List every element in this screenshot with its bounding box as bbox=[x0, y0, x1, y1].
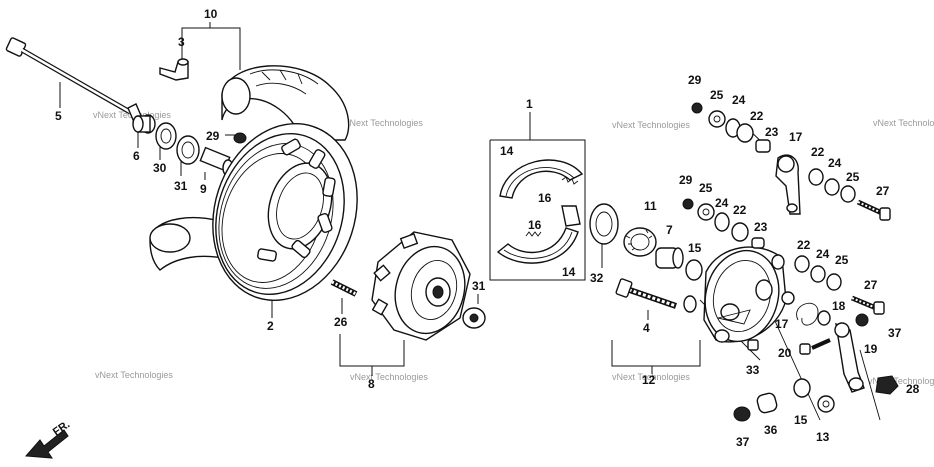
front-direction-label: FR. bbox=[51, 418, 72, 438]
callout-35: 36 bbox=[764, 423, 778, 437]
callout-27: 27 bbox=[876, 184, 890, 198]
bushing-part bbox=[655, 247, 703, 281]
callout-2: 2 bbox=[267, 319, 274, 333]
callout-1: 1 bbox=[526, 97, 533, 111]
callout-32: 32 bbox=[590, 271, 604, 285]
collar-part bbox=[132, 114, 156, 134]
callout-17: 17 bbox=[775, 317, 789, 331]
axle-part bbox=[5, 37, 143, 123]
watermark-text: vNext Technologies bbox=[612, 372, 690, 382]
callout-4: 4 bbox=[643, 321, 650, 335]
watermark-text: vNext Technologies bbox=[95, 370, 173, 380]
tire-tube-part bbox=[149, 65, 350, 271]
callout-25: 25 bbox=[846, 170, 860, 184]
callout-34: 37 bbox=[888, 326, 902, 340]
callout-22: 22 bbox=[811, 145, 825, 159]
dust-seal-part bbox=[589, 203, 619, 245]
callout-9: 9 bbox=[200, 182, 207, 196]
brake-cam-part bbox=[615, 278, 697, 313]
speedometer-gear-part bbox=[623, 227, 657, 257]
callout-7: 7 bbox=[666, 223, 673, 237]
callout-14: 14 bbox=[562, 265, 576, 279]
seal-part bbox=[462, 307, 486, 329]
watermark-text: vNext Technologies bbox=[873, 118, 934, 128]
callout-6: 6 bbox=[133, 149, 140, 163]
callout-5: 5 bbox=[55, 109, 62, 123]
callout-24: 24 bbox=[715, 196, 729, 210]
callout-23: 23 bbox=[754, 220, 768, 234]
wheel-rim-part bbox=[212, 123, 358, 301]
brake-panel-part bbox=[703, 246, 787, 343]
callout-15: 15 bbox=[688, 241, 702, 255]
watermark-text: vNext Technologies bbox=[350, 372, 428, 382]
callout-31: 31 bbox=[174, 179, 188, 193]
callout-12: 12 bbox=[642, 373, 656, 387]
watermark-text: vNext Technologies bbox=[345, 118, 423, 128]
callout-labels: 10 3 5 6 30 31 9 29 2 26 8 1 14 16 16 14… bbox=[55, 7, 920, 449]
callout-29: 29 bbox=[688, 73, 702, 87]
callout-18: 18 bbox=[832, 299, 846, 313]
callout-19: 19 bbox=[864, 342, 878, 356]
callout-25: 25 bbox=[710, 88, 724, 102]
front-direction-arrow: FR. bbox=[24, 418, 72, 459]
callout-10: 10 bbox=[204, 7, 218, 21]
callout-11: 11 bbox=[644, 199, 657, 213]
callout-8: 8 bbox=[368, 377, 375, 391]
callout-3: 3 bbox=[178, 35, 185, 49]
callout-29: 29 bbox=[206, 129, 220, 143]
callout-29: 29 bbox=[679, 173, 693, 187]
callout-14: 14 bbox=[500, 144, 514, 158]
callout-27: 27 bbox=[864, 278, 878, 292]
callout-25: 25 bbox=[699, 181, 713, 195]
callout-21: 20 bbox=[778, 346, 792, 360]
brake-shoes-part bbox=[496, 159, 584, 264]
hub-part bbox=[371, 231, 471, 341]
callout-16: 16 bbox=[538, 191, 552, 205]
callout-24: 24 bbox=[816, 247, 830, 261]
watermark-text: vNext Technologies bbox=[868, 376, 934, 386]
washer-nut-group bbox=[682, 102, 899, 422]
callout-23: 23 bbox=[765, 125, 779, 139]
callout-25: 25 bbox=[835, 253, 849, 267]
callout-22: 22 bbox=[797, 238, 811, 252]
callout-26: 26 bbox=[334, 315, 348, 329]
stud-bolt-part bbox=[330, 279, 358, 297]
callout-15: 15 bbox=[794, 413, 808, 427]
callout-28: 28 bbox=[906, 382, 920, 396]
watermark-text: vNext Technologies bbox=[612, 120, 690, 130]
callout-22: 22 bbox=[733, 203, 747, 217]
callout-13: 13 bbox=[816, 430, 830, 444]
callout-31: 31 bbox=[472, 279, 486, 293]
callout-24: 24 bbox=[732, 93, 746, 107]
callout-16: 16 bbox=[528, 218, 542, 232]
bearing-part bbox=[155, 122, 200, 165]
callout-33: 33 bbox=[746, 363, 760, 377]
callout-24: 24 bbox=[828, 156, 842, 170]
callout-30: 30 bbox=[153, 161, 167, 175]
valve-part bbox=[159, 58, 189, 81]
callout-36: 37 bbox=[736, 435, 750, 449]
callout-22: 22 bbox=[750, 109, 764, 123]
callout-20: 17 bbox=[789, 130, 803, 144]
